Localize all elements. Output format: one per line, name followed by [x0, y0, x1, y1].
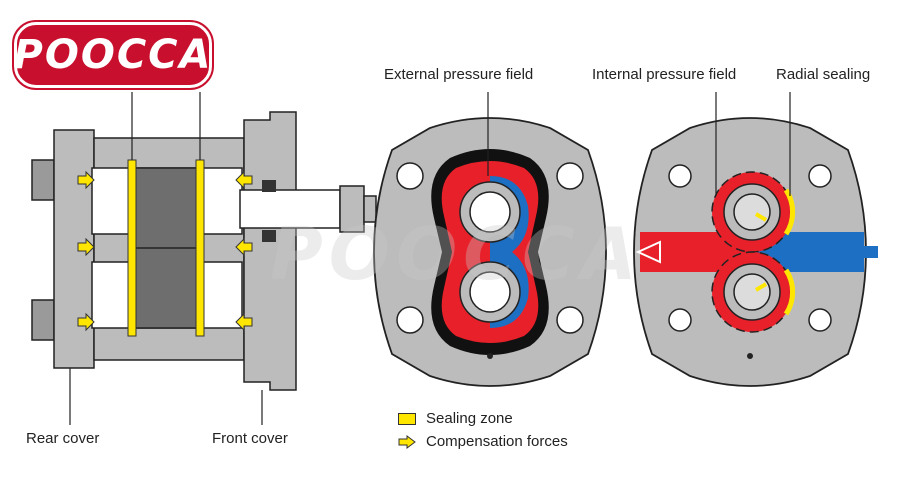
compensation-forces-label: Compensation forces	[426, 433, 568, 450]
compensation-arrow-icon	[398, 434, 416, 449]
compensation-arrows-side	[77, 170, 253, 332]
external-pressure-view	[373, 92, 607, 387]
front-cover-body	[243, 111, 297, 391]
inlet-arrow-icon	[846, 238, 878, 266]
rear-bolt-top	[31, 159, 55, 201]
logo-text: POOCCA	[13, 32, 213, 78]
watermark-text: POOCCA	[270, 212, 643, 296]
pump-side-section	[31, 92, 377, 425]
internal-pressure-view	[633, 92, 878, 387]
radial-seal-bottom	[783, 268, 796, 316]
rear-cover-label: Rear cover	[26, 430, 100, 447]
sealing-zone-label: Sealing zone	[426, 410, 513, 427]
radial-sealing-label: Radial sealing	[776, 66, 871, 83]
bearing-top	[262, 180, 276, 192]
legend-compensation-forces: Compensation forces	[398, 433, 568, 450]
shaft-nut	[339, 185, 365, 233]
legend: Sealing zone Compensation forces	[398, 410, 568, 450]
sealing-zone-right	[195, 159, 205, 337]
front-cover-label: Front cover	[212, 430, 288, 447]
external-pressure-label: External pressure field	[384, 66, 534, 83]
outlet-arrow-icon	[635, 240, 661, 264]
legend-sealing-zone: Sealing zone	[398, 410, 568, 427]
rear-bolt-bottom	[31, 299, 55, 341]
drive-shaft	[239, 189, 341, 229]
radial-seal-top	[783, 188, 796, 236]
bearing-bottom	[262, 230, 276, 242]
sealing-zone-left	[127, 159, 137, 337]
internal-pressure-label: Internal pressure field	[592, 66, 737, 83]
poocca-logo: POOCCA	[12, 20, 214, 90]
sealing-zone-swatch-icon	[398, 412, 416, 425]
